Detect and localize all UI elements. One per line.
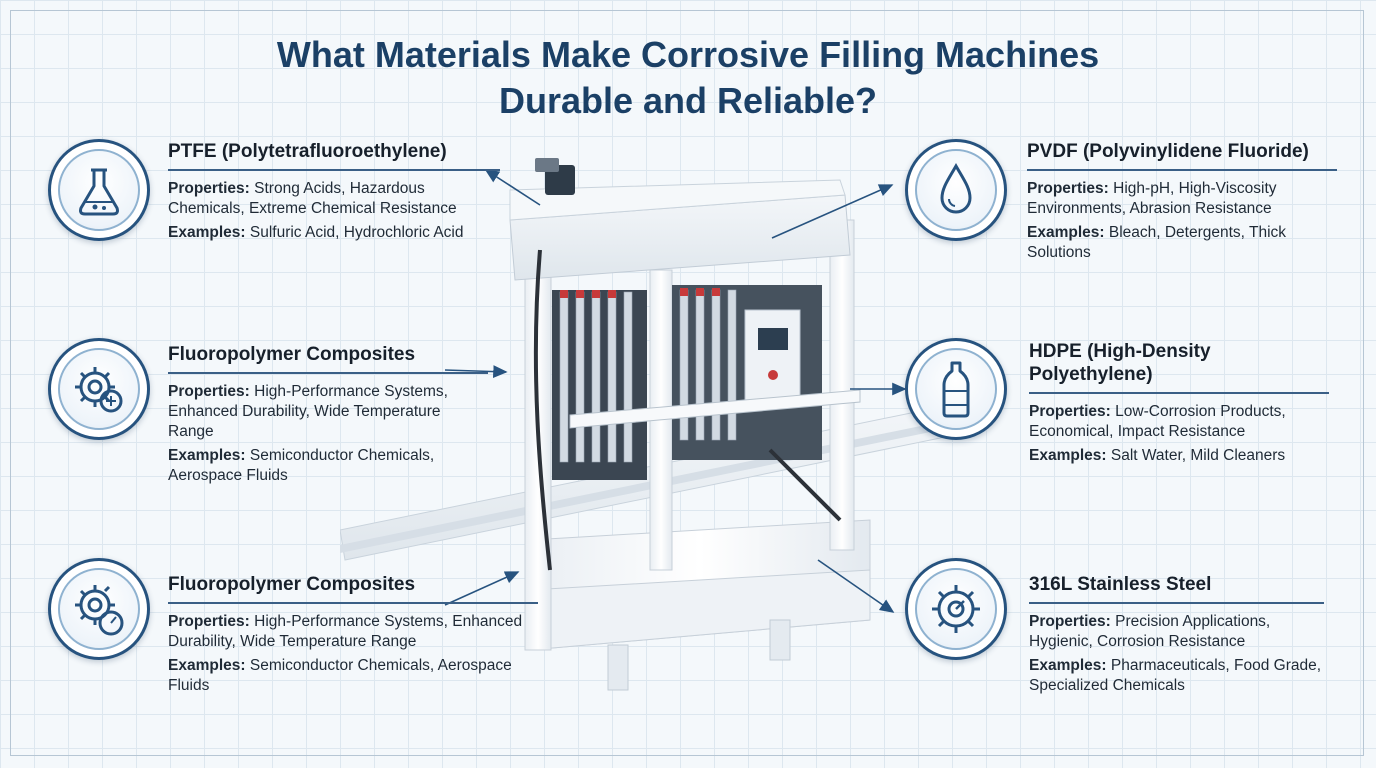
material-name: PTFE (Polytetrafluoroethylene) [168,141,447,162]
material-examples: Examples: Semiconductor Chemicals, Aeros… [168,446,435,484]
title-line-2: Durable and Reliable? [498,80,878,121]
card-divider [1027,169,1337,171]
card-divider [168,372,488,374]
page-title: What Materials Make Corrosive Filling Ma… [0,32,1376,124]
card-divider [168,602,538,604]
material-examples: Examples: Bleach, Detergents, Thick Solu… [1027,223,1287,261]
droplet-icon [905,139,1007,241]
card-divider [168,169,500,171]
gear-composite-icon [48,338,150,440]
material-card-316l: 316L Stainless Steel Properties: Precisi… [1029,573,1324,700]
material-card-hdpe: HDPE (High-Density Polyethylene) Propert… [1029,340,1329,470]
material-name: Fluoropolymer Composites [168,344,416,365]
card-divider [1029,602,1324,604]
material-name: PVDF (Polyvinylidene Fluoride) [1027,141,1309,162]
material-card-pvdf: PVDF (Polyvinylidene Fluoride) Propertie… [1027,140,1337,267]
material-name: 316L Stainless Steel [1029,574,1212,595]
card-divider [1029,392,1329,394]
material-properties: Properties: Strong Acids, Hazardous Chem… [168,179,457,217]
bottle-icon [905,338,1007,440]
flask-icon [48,139,150,241]
material-properties: Properties: Low-Corrosion Products, Econ… [1029,402,1286,440]
gear-gauge-icon [48,558,150,660]
material-card-fluoropolymer-2: Fluoropolymer Composites Properties: Hig… [168,573,538,700]
material-examples: Examples: Sulfuric Acid, Hydrochloric Ac… [168,223,464,241]
material-properties: Properties: High-Performance Systems, En… [168,382,448,440]
material-examples: Examples: Pharmaceuticals, Food Grade, S… [1029,656,1322,694]
material-examples: Examples: Salt Water, Mild Cleaners [1029,446,1286,464]
material-properties: Properties: High-pH, High-Viscosity Envi… [1027,179,1277,217]
filling-machine-illustration [340,158,956,691]
material-name: HDPE (High-Density Polyethylene) [1029,341,1211,385]
material-card-ptfe: PTFE (Polytetrafluoroethylene) Propertie… [168,140,500,247]
title-line-1: What Materials Make Corrosive Filling Ma… [276,34,1100,75]
material-name: Fluoropolymer Composites [168,574,416,595]
material-examples: Examples: Semiconductor Chemicals, Aeros… [168,656,512,694]
material-properties: Properties: High-Performance Systems, En… [168,612,523,650]
gear-steel-icon [905,558,1007,660]
material-card-fluoropolymer-1: Fluoropolymer Composites Properties: Hig… [168,343,488,490]
material-properties: Properties: Precision Applications, Hygi… [1029,612,1271,650]
